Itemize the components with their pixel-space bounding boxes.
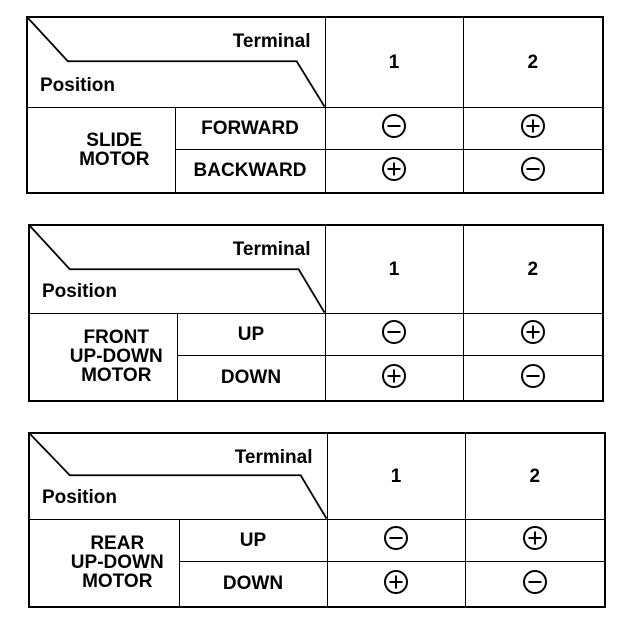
- terminal-1-polarity: [324, 312, 464, 356]
- direction-label: BACKWARD: [174, 148, 326, 194]
- position-label: Position: [42, 486, 117, 508]
- terminal-label: Terminal: [234, 447, 313, 468]
- minus-circle-icon: [522, 569, 548, 599]
- direction-label: DOWN: [178, 560, 328, 608]
- terminal-2-polarity: [462, 106, 604, 150]
- header-diagonal: [30, 226, 325, 313]
- plus-circle-icon: [383, 569, 409, 599]
- minus-circle-icon: [383, 525, 409, 555]
- terminal-1-polarity: [324, 106, 464, 150]
- plus-circle-icon: [520, 319, 546, 349]
- terminal-1-polarity: [326, 518, 466, 562]
- plus-circle-icon: [381, 363, 407, 393]
- terminal-1-header: 1: [324, 16, 464, 108]
- terminal-2-polarity: [464, 518, 606, 562]
- minus-circle-icon: [381, 113, 407, 143]
- terminal-label: Terminal: [232, 31, 311, 52]
- terminal-2-polarity: [462, 354, 604, 402]
- terminal-1-polarity: [326, 560, 466, 608]
- terminal-2-header: 2: [462, 224, 604, 314]
- direction-label: UP: [178, 518, 328, 562]
- terminal-1-header: 1: [326, 432, 466, 520]
- table-row: DOWN: [29, 560, 606, 608]
- header-cell: Terminal Position: [28, 432, 328, 520]
- minus-circle-icon: [520, 156, 546, 186]
- terminal-2-header: 2: [462, 16, 604, 108]
- table-row: DOWN: [29, 354, 604, 402]
- header-cell: Terminal Position: [28, 224, 326, 314]
- terminal-1-header: 1: [324, 224, 464, 314]
- terminal-2-header: 2: [464, 432, 606, 520]
- direction-label: DOWN: [176, 354, 326, 402]
- header-cell: Terminal Position: [26, 16, 326, 108]
- plus-circle-icon: [520, 113, 546, 143]
- terminal-2-polarity: [464, 560, 606, 608]
- header-diagonal: [30, 434, 327, 519]
- terminal-2-polarity: [462, 312, 604, 356]
- header-diagonal: [28, 18, 325, 107]
- terminal-2-polarity: [462, 148, 604, 194]
- plus-circle-icon: [522, 525, 548, 555]
- direction-label: UP: [176, 312, 326, 356]
- terminal-label: Terminal: [232, 239, 311, 260]
- minus-circle-icon: [520, 363, 546, 393]
- terminal-1-polarity: [324, 354, 464, 402]
- minus-circle-icon: [381, 319, 407, 349]
- position-label: Position: [42, 280, 117, 302]
- plus-circle-icon: [381, 156, 407, 186]
- direction-label: FORWARD: [174, 106, 326, 150]
- table-row: BACKWARD: [27, 148, 604, 194]
- terminal-1-polarity: [324, 148, 464, 194]
- position-label: Position: [40, 74, 115, 96]
